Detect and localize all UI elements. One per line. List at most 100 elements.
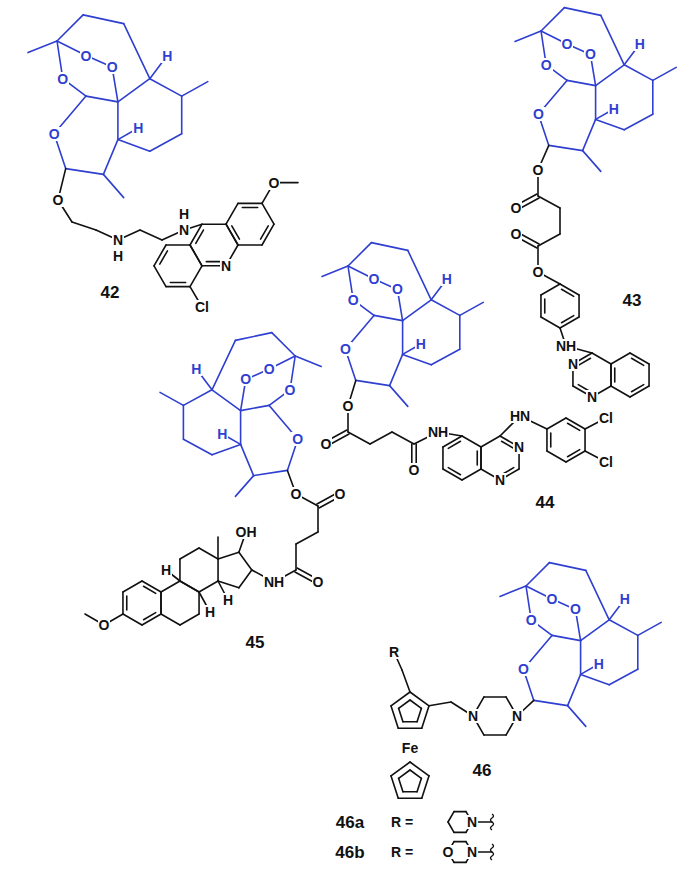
core-atom-label: O xyxy=(239,372,252,386)
core-bond xyxy=(390,354,403,385)
core-atom-label: O xyxy=(263,362,276,376)
atom-label: N xyxy=(112,233,124,247)
core-atom-label: H xyxy=(634,37,646,51)
core-atom-label: O xyxy=(540,58,553,72)
double-bond xyxy=(568,450,580,457)
ring-bond xyxy=(199,548,218,559)
aromatic-ring xyxy=(399,778,403,791)
atom-label: N xyxy=(511,709,523,723)
bond xyxy=(392,432,414,444)
ring-bond xyxy=(161,614,180,625)
aromatic-ring xyxy=(417,778,421,791)
core-atom-label: O xyxy=(561,37,574,51)
double-bond xyxy=(632,358,644,365)
atom-label: N xyxy=(467,709,479,723)
core-bond xyxy=(624,65,653,81)
core-atom-label: H xyxy=(441,272,453,286)
ring-bond xyxy=(547,451,566,462)
compound-number: 46 xyxy=(472,762,493,779)
atom-label: O xyxy=(510,227,523,241)
ring-bond xyxy=(160,592,162,614)
ring-bond xyxy=(198,592,200,614)
compound-number: 45 xyxy=(245,634,266,651)
core-bond xyxy=(652,80,654,114)
ring-bond xyxy=(179,559,181,581)
double-bond xyxy=(144,586,156,593)
core-bond xyxy=(374,315,403,320)
compound-number: 43 xyxy=(622,292,643,309)
core-atom-label: O xyxy=(569,602,582,616)
core-bond xyxy=(459,315,461,349)
ring-bond xyxy=(238,244,262,246)
ring-bond xyxy=(160,592,162,614)
core-bond xyxy=(295,356,321,366)
ring-bond xyxy=(611,353,630,364)
core-atom-label: H xyxy=(216,427,228,441)
double-bond xyxy=(614,368,616,382)
ring-bond xyxy=(398,727,422,729)
core-bond xyxy=(86,96,118,102)
core-atom-label: O xyxy=(391,282,404,296)
core-bond xyxy=(117,102,119,140)
core-bond xyxy=(182,82,208,97)
double-bond xyxy=(170,282,185,284)
attachment-mark xyxy=(491,814,494,830)
double-bond xyxy=(196,230,204,243)
core-bond xyxy=(526,563,549,586)
bond xyxy=(218,552,239,559)
core-bond xyxy=(408,250,431,299)
atom-label: OH xyxy=(235,525,258,539)
ring-bond xyxy=(484,696,506,698)
double-bond xyxy=(544,299,546,313)
double-bond xyxy=(562,289,574,296)
core-bond xyxy=(103,174,123,197)
core-bond xyxy=(515,31,541,41)
bond xyxy=(295,544,297,570)
core-bond xyxy=(235,333,271,341)
core-bond xyxy=(150,134,182,151)
core-atom-label: O xyxy=(532,107,545,121)
ring-bond xyxy=(454,841,466,843)
ring-bond xyxy=(592,353,611,364)
ring-bond xyxy=(391,706,398,728)
atom-label: R xyxy=(388,645,400,659)
core-bond xyxy=(272,333,295,356)
bond xyxy=(348,432,370,444)
ring-bond xyxy=(180,548,199,559)
atom-label: NH xyxy=(555,339,577,353)
core-bond xyxy=(83,15,124,24)
bond xyxy=(559,208,561,234)
ring-bond xyxy=(541,317,560,328)
atom-label: NH xyxy=(427,425,449,439)
core-atom-label: O xyxy=(48,127,61,141)
atom-label: O xyxy=(442,845,455,859)
aromatic-ring xyxy=(403,721,417,723)
core-bond xyxy=(580,641,582,675)
atom-label: N xyxy=(466,815,478,829)
bond xyxy=(317,506,319,532)
bond xyxy=(239,552,252,570)
aromatic-ring xyxy=(399,700,410,708)
ring-bond xyxy=(454,832,466,834)
core-bond xyxy=(103,140,118,175)
core-bond xyxy=(28,41,57,53)
ring-bond xyxy=(448,822,454,832)
core-bond xyxy=(254,470,288,475)
compound-number: 44 xyxy=(535,494,556,511)
atom-label: Cl xyxy=(598,411,614,425)
core-atom-label: O xyxy=(291,432,304,446)
ring-bond xyxy=(454,862,466,864)
core-bond xyxy=(549,145,583,150)
core-bond xyxy=(235,476,253,497)
atom-label: O xyxy=(408,463,421,477)
ring-bond xyxy=(190,245,202,266)
core-bond xyxy=(638,622,661,635)
double-bond xyxy=(160,251,168,264)
core-bond xyxy=(567,80,596,85)
atom-label: O xyxy=(52,193,65,207)
ring-bond xyxy=(462,436,481,447)
core-bond xyxy=(500,586,526,596)
double-bond xyxy=(578,358,590,365)
atom-label: O xyxy=(98,618,111,632)
core-bond xyxy=(160,392,183,405)
